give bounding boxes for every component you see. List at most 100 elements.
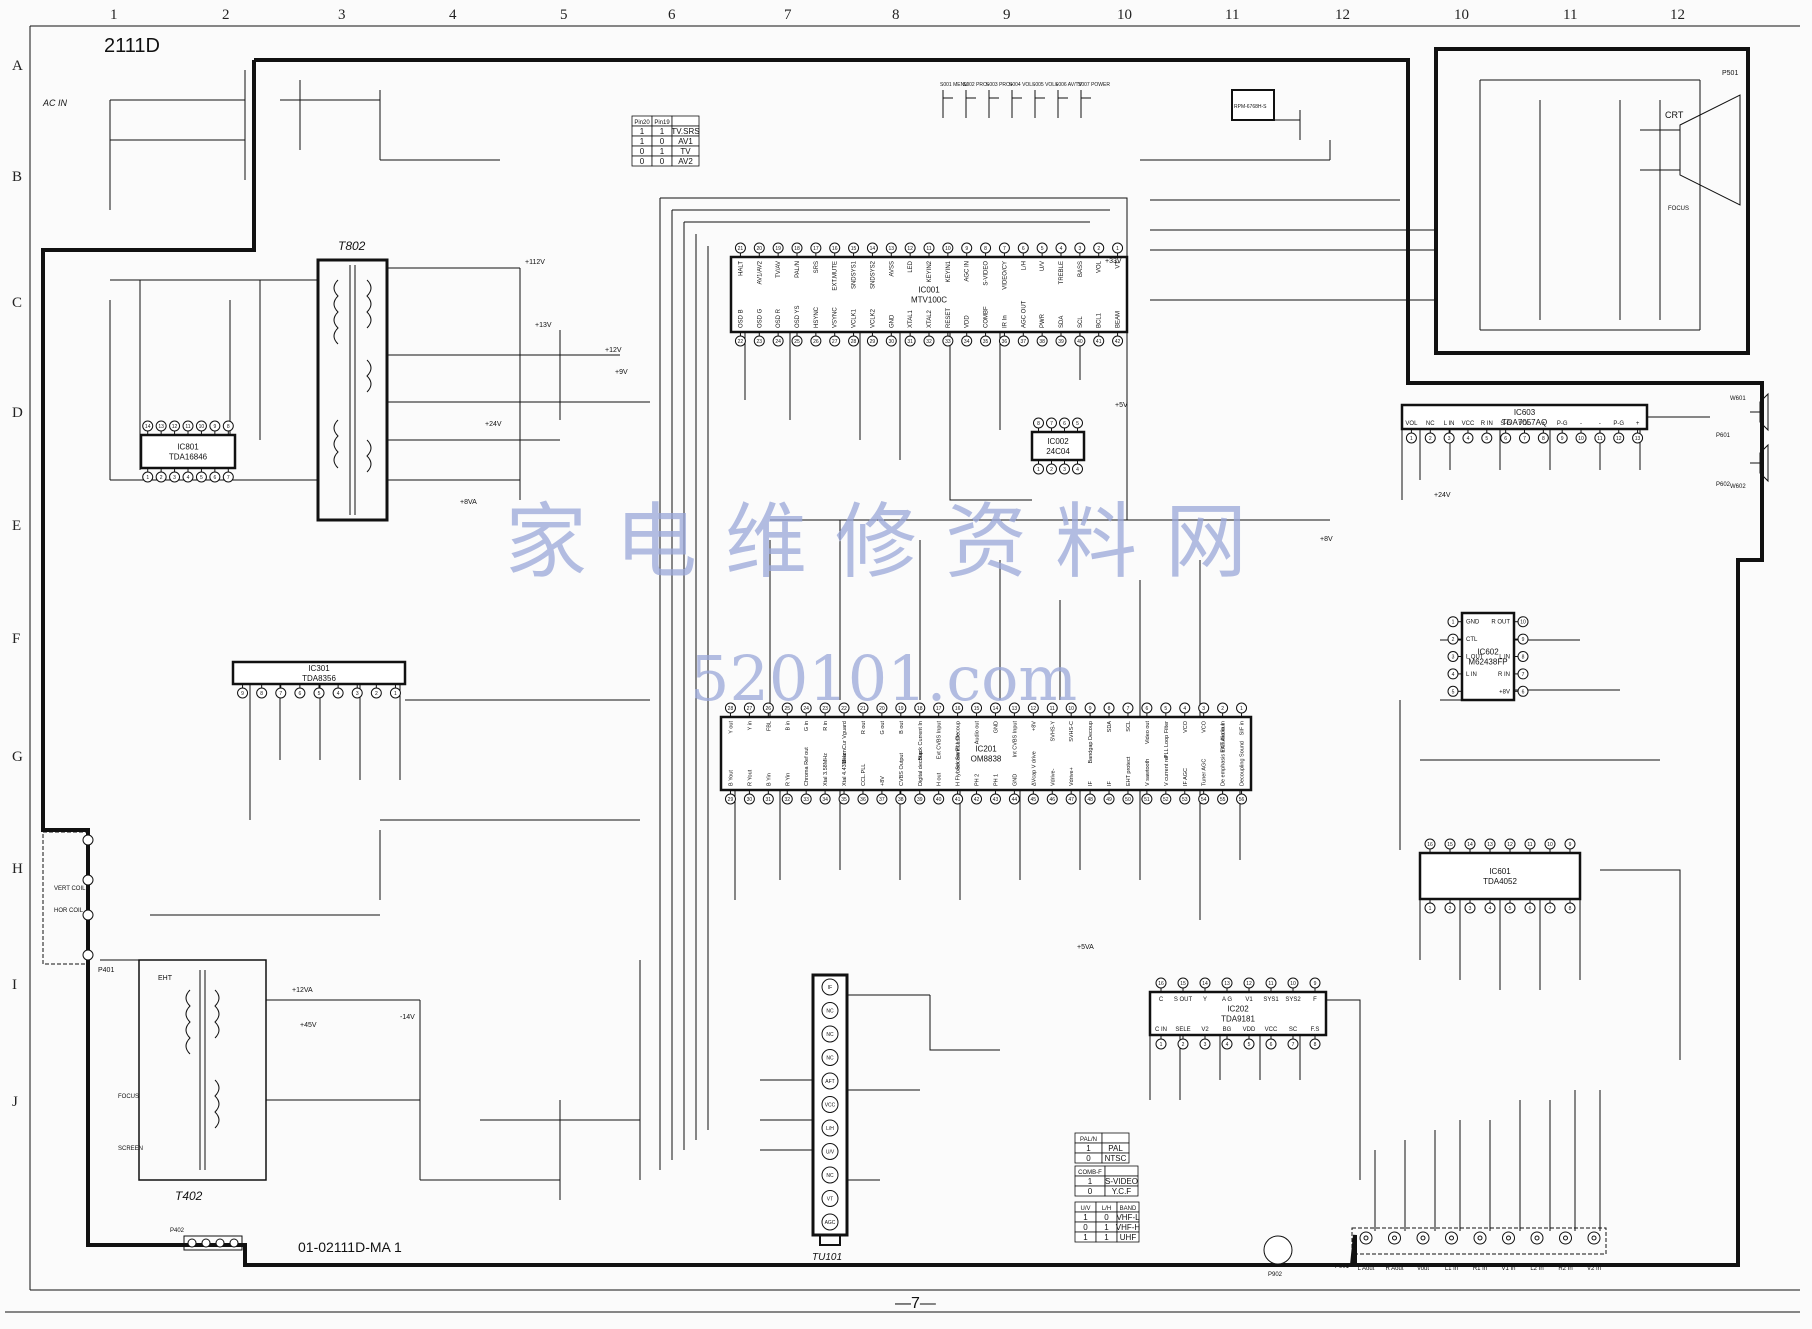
table-cell: 0 [1083, 1223, 1088, 1232]
table-cell: 1 [1104, 1223, 1109, 1232]
pin-label: +8V [1031, 721, 1037, 731]
ic-pin [848, 242, 860, 254]
pin-number: 49 [1106, 797, 1112, 803]
ic-pin [1179, 702, 1191, 714]
table-cell: 0 [660, 137, 665, 146]
tuner-pin [821, 1096, 839, 1113]
pin-number: 30 [747, 797, 753, 803]
table-header: Pin19 [654, 120, 670, 126]
pin-label: SYS2 [1285, 997, 1301, 1003]
grid-column-label: 11 [1225, 7, 1239, 23]
pin-number: 36 [1002, 339, 1008, 345]
table-cell: 1 [1083, 1213, 1088, 1222]
pin-label: IF AGC [1183, 768, 1189, 786]
ic-pin [848, 335, 860, 347]
ic-pin [1074, 242, 1086, 254]
svg-text:HOR COIL: HOR COIL [54, 908, 84, 914]
pin-number: 5 [1452, 689, 1455, 695]
pin-number: 26 [813, 339, 819, 345]
pin-number: 37 [879, 797, 885, 803]
pin-label: B in [785, 721, 791, 730]
ic-pin [1008, 702, 1020, 714]
pin-label: Vdrive+ [1069, 767, 1075, 786]
pin-number: 39 [1058, 339, 1064, 345]
ic-pin [256, 687, 268, 699]
ic-pin [182, 471, 194, 483]
pin-number: 12 [1616, 436, 1622, 442]
pin-number: 45 [1031, 797, 1037, 803]
pin-label: S OUT [1174, 997, 1193, 1003]
pin-number: 54 [1201, 797, 1207, 803]
ic-ref: IC201 [975, 745, 997, 754]
ic-pin [1179, 793, 1191, 805]
ic-pin [800, 793, 812, 805]
ic-pin [989, 702, 1001, 714]
pin-number: 38 [898, 797, 904, 803]
table-cell: S-VIDEO [1105, 1177, 1138, 1186]
ic-part-number: TDA7057AQ [1502, 418, 1547, 427]
pin-number: 6 [1022, 246, 1025, 252]
pin-label: VCO [1183, 720, 1189, 733]
ic-pin [370, 687, 382, 699]
ic-pin [1074, 335, 1086, 347]
pin-number: 6 [1063, 421, 1066, 427]
pin-label: IF [1088, 780, 1094, 786]
ic-pin [1524, 838, 1536, 850]
ic-pin [1481, 432, 1493, 444]
grid-row-label: G [12, 749, 23, 765]
ic-pin [857, 702, 869, 714]
table-cell: 1 [1088, 1177, 1093, 1186]
ic-pin [885, 335, 897, 347]
pin-label: CTL [1466, 637, 1478, 643]
pin-number: 35 [983, 339, 989, 345]
pin-label: SVHS-C [1069, 721, 1075, 742]
ic-pin [1504, 838, 1516, 850]
ic-pin [1444, 838, 1456, 850]
pin-label: H Flyback Sandcastle [956, 733, 962, 786]
pin-label: SDA [1059, 316, 1065, 328]
av-jack-label: V1 In [1501, 1266, 1515, 1272]
pin-number: 7 [1292, 1042, 1295, 1048]
ic-pin [1243, 1038, 1255, 1050]
pin-number: 31 [766, 797, 772, 803]
pin-label: Bandgap Decoup [1088, 721, 1094, 764]
ic-pin [1112, 242, 1124, 254]
pin-number: 9 [1569, 842, 1572, 848]
ic-ref: IC603 [1514, 408, 1536, 417]
voltage-label: +112V [525, 259, 545, 266]
pin-number: 1 [1116, 246, 1119, 252]
ic-part-number: M62438FP [1468, 658, 1507, 667]
pin-number: 16 [955, 706, 961, 712]
pin-number: 22 [738, 339, 744, 345]
ic-pin [1036, 335, 1048, 347]
pin-label: Secam PLL Decoup [956, 721, 962, 770]
ic-pin [351, 687, 363, 699]
tuner-pin-label: VT [827, 1197, 833, 1203]
ic-pin [1243, 977, 1255, 989]
ic-pin [1084, 793, 1096, 805]
table-cell: UHF [1120, 1233, 1137, 1242]
ic-pin [1093, 242, 1105, 254]
ic-pin [169, 471, 181, 483]
grid-column-label: 7 [784, 7, 792, 23]
ic-pin [1575, 432, 1587, 444]
pin-number: 40 [1077, 339, 1083, 345]
pin-label: Audio out [975, 721, 981, 745]
voltage-label: +13V [535, 322, 552, 329]
svg-text:T802: T802 [338, 239, 366, 253]
pin-label: GND [889, 314, 895, 328]
pin-number: 8 [984, 246, 987, 252]
pin-label: H out [937, 772, 943, 786]
ic-pin [724, 793, 736, 805]
ic-pin [1055, 242, 1067, 254]
pin-label: CCL.PLL [861, 764, 867, 786]
pin-label: L IN [1466, 672, 1477, 678]
pin-number: 4 [187, 475, 190, 481]
ic-pin [1309, 977, 1321, 989]
ic-pin [1613, 432, 1625, 444]
pin-label: Decoupling Sound [1240, 741, 1246, 786]
pin-number: 41 [1096, 339, 1102, 345]
ic-pin [772, 335, 784, 347]
